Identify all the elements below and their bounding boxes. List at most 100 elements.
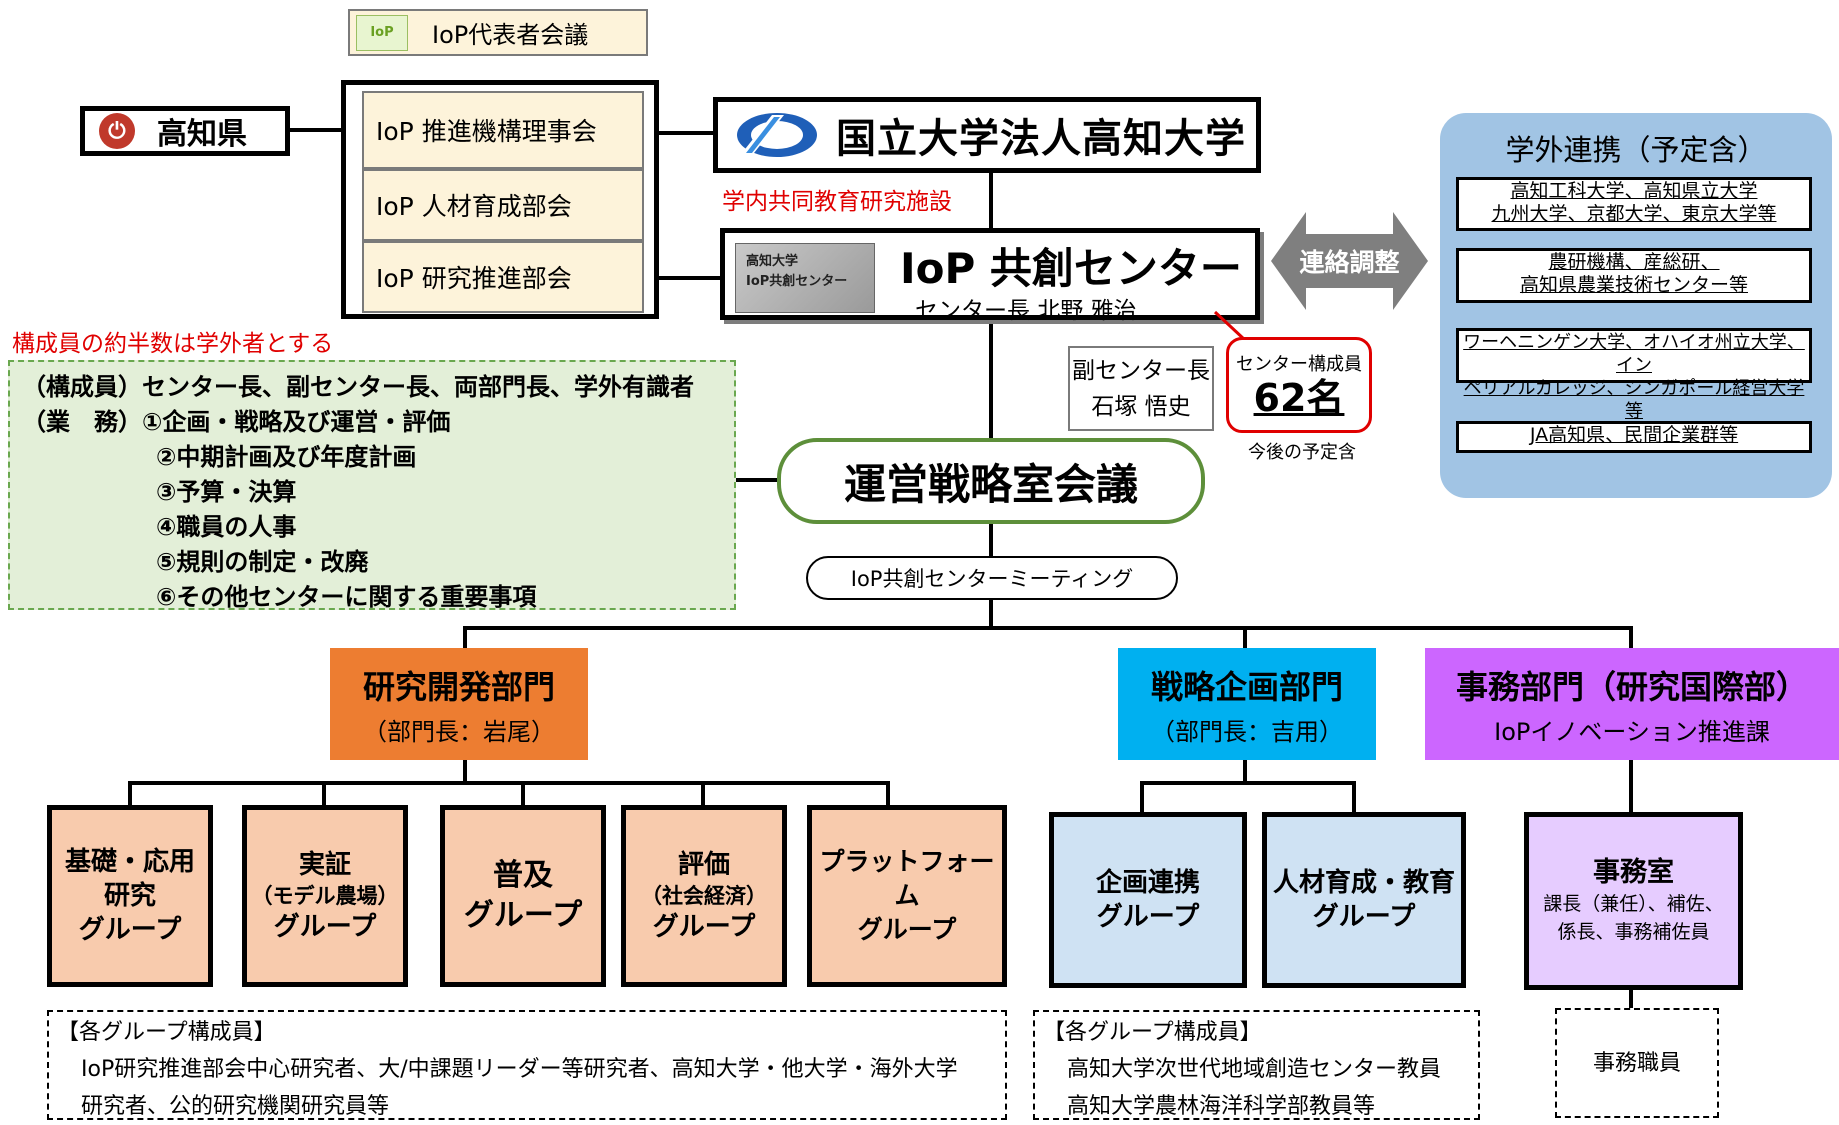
deputy-label: 副センター長	[1072, 358, 1210, 384]
group-demonstration: 実証 （モデル農場） グループ	[242, 805, 408, 987]
council-group-box: IoP 推進機構理事会 IoP 人材育成部会 IoP 研究推進部会	[341, 80, 659, 319]
connector-univ-center	[989, 173, 993, 228]
partner-box-institutes: 農研機構、産総研、 高知県農業技術センター等	[1456, 248, 1812, 303]
role-line-rules: ⑤規則の制定・改廃	[156, 548, 369, 576]
group-line: プラットフォーム	[819, 847, 995, 910]
council-board: IoP 推進機構理事会	[362, 91, 644, 169]
dept-title: 事務部門（研究国際部）	[1455, 667, 1808, 706]
strategy-group-members-note: 【各グループ構成員】 高知大学次世代地域創造センター教員 高知大学農林海洋科学部…	[1033, 1010, 1480, 1120]
group-line: グループ	[857, 915, 957, 944]
partner-box-universities: 高知工科大学、高知県立大学 九州大学、京都大学、東京大学等	[1456, 177, 1812, 231]
group-line: グループ	[652, 912, 756, 942]
kochi-prefecture-box: ⏻ 高知県	[80, 106, 290, 156]
dept-strategy-planning: 戦略企画部門 （部門長：吉用）	[1118, 648, 1376, 760]
representative-meeting-box: IoP IoP代表者会議	[348, 9, 648, 56]
center-title: IoP 共創センター	[900, 244, 1242, 293]
group-basic-applied-research: 基礎・応用 研究 グループ	[47, 805, 213, 987]
office-line: 課長（兼任）、補佐、	[1543, 893, 1724, 915]
note-heading: 【各グループ構成員】	[57, 1020, 276, 1045]
board-roles-box: （構成員）センター長、副センター長、両部門長、学外有識者 （業 務）①企画・戦略…	[8, 360, 736, 611]
partner-box-industry: JA高知県、民間企業群等	[1456, 421, 1812, 453]
university-logo-icon	[732, 109, 822, 161]
group-planning-coordination: 企画連携 グループ	[1049, 812, 1247, 988]
partner-line: 高知工科大学、高知県立大学	[1510, 180, 1758, 202]
group-line: グループ	[1312, 902, 1416, 932]
members-callout-pointer	[1213, 310, 1247, 342]
signboard-line-2: IoP共創センター	[746, 274, 848, 289]
dept-drop-office	[1629, 626, 1633, 648]
office-drop	[1629, 760, 1633, 812]
connector-pref-council	[290, 128, 341, 132]
role-line-plan: ②中期計画及び年度計画	[156, 443, 417, 471]
dept-administration: 事務部門（研究国際部） IoPイノベーション推進課	[1425, 648, 1839, 760]
partner-line: 農研機構、産総研、	[1548, 251, 1720, 273]
partner-box-overseas: ワーヘニンゲン大学、オハイオ州立大学、イン ペリアルカレッジ、シンガポール経営大…	[1456, 328, 1812, 422]
rd-bus	[128, 781, 890, 785]
group-line: グループ	[78, 915, 182, 945]
role-line-other: ⑥その他センターに関する重要事項	[156, 583, 537, 611]
office-title: 事務室	[1593, 857, 1674, 888]
representative-meeting-title: IoP代表者会議	[432, 21, 589, 49]
rd-drop-1	[128, 781, 132, 805]
connector-council-center	[659, 276, 720, 280]
partner-line: 九州大学、京都大学、東京大学等	[1491, 203, 1777, 225]
note-line: 高知大学農林海洋科学部教員等	[1067, 1094, 1376, 1119]
dept-drop-rd	[463, 626, 467, 648]
rd-drop-5	[886, 781, 890, 805]
group-line: 企画連携	[1095, 868, 1200, 898]
strategy-bus	[1140, 781, 1356, 785]
prefecture-name: 高知県	[157, 117, 247, 152]
dept-head: （部門長：吉用）	[1151, 717, 1343, 746]
group-line: グループ	[463, 898, 583, 933]
dept-drop-strategy	[1243, 626, 1247, 648]
university-name: 国立大学法人高知大学	[836, 116, 1246, 162]
note-line: 高知大学次世代地域創造センター教員	[1067, 1057, 1442, 1082]
note-heading: 【各グループ構成員】	[1043, 1020, 1262, 1045]
facility-note: 学内共同教育研究施設	[722, 189, 952, 215]
role-line-personnel: ④職員の人事	[156, 513, 297, 541]
members-label: センター構成員	[1236, 354, 1362, 375]
external-partners-title: 学外連携（予定含）	[1505, 133, 1767, 167]
connector-roles-board	[736, 478, 777, 482]
connector-meeting-bus	[989, 600, 993, 628]
office-staff-note: 事務職員	[1555, 1008, 1719, 1118]
rd-drop-2	[322, 781, 326, 805]
council-research-committee: IoP 研究推進部会	[362, 241, 644, 313]
partner-line: ワーヘニンゲン大学、オハイオ州立大学、イン	[1463, 332, 1805, 376]
connector-center-board	[989, 320, 993, 438]
group-line: 人材育成・教育	[1272, 868, 1455, 898]
group-platform: プラットフォーム グループ	[807, 805, 1007, 987]
rd-group-members-note: 【各グループ構成員】 IoP研究推進部会中心研究者、大/中課題リーダー等研究者、…	[47, 1010, 1007, 1120]
rd-drop	[463, 760, 467, 784]
group-hr-education: 人材育成・教育 グループ	[1262, 812, 1466, 988]
role-line-members: （構成員）センター長、副センター長、両部門長、学外有識者	[22, 373, 694, 401]
iop-logo-icon: IoP	[356, 14, 408, 51]
council-hr-committee: IoP 人材育成部会	[362, 169, 644, 241]
group-line: （社会経済）	[641, 884, 767, 908]
partner-line: 高知県農業技術センター等	[1519, 274, 1748, 296]
strategy-board-meeting: 運営戦略室会議	[777, 438, 1205, 524]
strategy-drop	[1243, 760, 1247, 784]
university-box: 国立大学法人高知大学	[713, 97, 1261, 173]
liaison-label: 連絡調整	[1299, 248, 1400, 277]
role-line-budget: ③予算・決算	[156, 478, 297, 506]
note-line: 研究者、公的研究機関研究員等	[81, 1094, 390, 1119]
group-line: 研究	[103, 881, 156, 911]
strategy-drop-2	[1352, 781, 1356, 812]
dept-title: 戦略企画部門	[1150, 667, 1343, 706]
members-note: 今後の予定含	[1248, 442, 1356, 463]
group-line: （モデル農場）	[251, 884, 399, 908]
external-partners-panel: 学外連携（予定含） 高知工科大学、高知県立大学 九州大学、京都大学、東京大学等 …	[1440, 113, 1832, 498]
strategy-drop-1	[1140, 781, 1144, 812]
iop-center-box: 高知大学 IoP共創センター IoP 共創センター センター長 北野 雅治	[720, 228, 1260, 324]
office-staff-drop	[1629, 990, 1633, 1008]
partner-line: ペリアルカレッジ、シンガポール経営大学等	[1463, 378, 1805, 422]
center-members-callout: センター構成員 62名	[1226, 337, 1372, 433]
center-head: センター長 北野 雅治	[915, 298, 1137, 324]
group-evaluation: 評価 （社会経済） グループ	[621, 805, 787, 987]
center-signboard-photo: 高知大学 IoP共創センター	[735, 243, 875, 313]
group-administrative-office: 事務室 課長（兼任）、補佐、 係長、事務補佐員	[1524, 812, 1743, 990]
group-line: 普及	[493, 858, 553, 893]
group-line: 実証	[298, 850, 351, 880]
deputy-director-box: 副センター長 石塚 悟史	[1068, 346, 1214, 431]
